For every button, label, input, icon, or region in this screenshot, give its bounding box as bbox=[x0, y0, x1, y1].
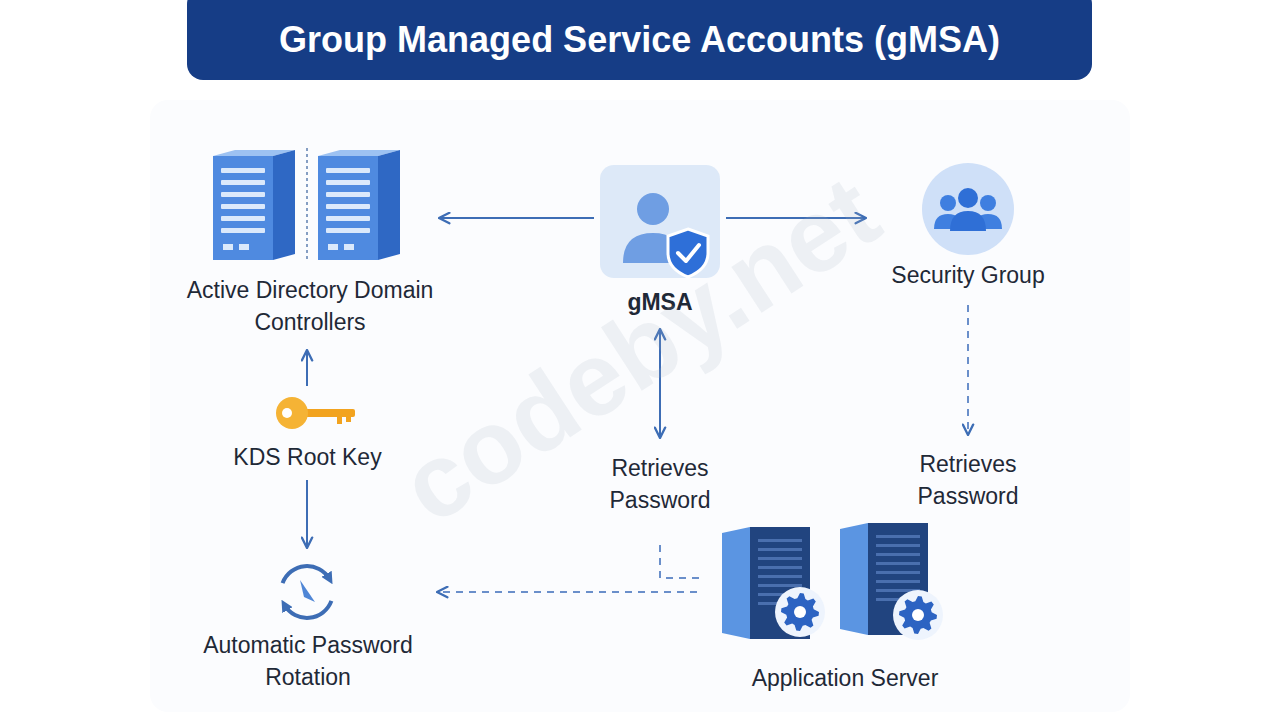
icon-holder bbox=[185, 148, 435, 278]
account-node: gMSA bbox=[598, 163, 722, 319]
title-banner: Group Managed Service Accounts (gMSA) bbox=[187, 0, 1092, 80]
icon-holder bbox=[225, 392, 390, 445]
node-label: Application Server bbox=[705, 662, 985, 694]
node-label: KDS Root Key bbox=[225, 441, 390, 473]
arrow-line bbox=[306, 480, 308, 548]
icon-holder bbox=[705, 520, 985, 666]
connector bbox=[437, 592, 697, 593]
arrow-line bbox=[306, 350, 308, 386]
icon-holder bbox=[870, 163, 1066, 263]
icon-holder bbox=[183, 552, 433, 633]
connector bbox=[307, 350, 308, 386]
diagram-title: Group Managed Service Accounts (gMSA) bbox=[279, 0, 1000, 80]
server-icon bbox=[705, 520, 985, 662]
group-node: Security Group bbox=[870, 163, 1066, 293]
node-label: Automatic Password Rotation bbox=[183, 629, 433, 693]
edge-label: Retrieves Password bbox=[585, 452, 735, 516]
account-icon bbox=[598, 163, 722, 286]
connector bbox=[439, 218, 594, 219]
arrow-line bbox=[726, 217, 866, 219]
server-node: Application Server bbox=[705, 520, 985, 696]
group-icon bbox=[870, 163, 1066, 259]
dashed-line bbox=[967, 305, 969, 435]
key-icon bbox=[225, 392, 390, 441]
connector bbox=[660, 329, 703, 578]
icon-holder bbox=[598, 163, 722, 290]
rotation-node: Automatic Password Rotation bbox=[183, 552, 433, 696]
key-node: KDS Root Key bbox=[225, 392, 390, 474]
node-label: gMSA bbox=[598, 286, 722, 318]
connector bbox=[968, 305, 969, 435]
node-label: Security Group bbox=[870, 259, 1066, 291]
server-icon bbox=[185, 148, 435, 274]
server-node: Active Directory Domain Controllers bbox=[185, 148, 435, 342]
node-label: Active Directory Domain Controllers bbox=[185, 274, 435, 338]
dashed-line bbox=[437, 591, 697, 593]
connector bbox=[307, 480, 308, 548]
connector bbox=[726, 218, 866, 219]
dashed-line bbox=[660, 545, 703, 578]
arrow-line bbox=[659, 329, 661, 438]
arrow-line bbox=[439, 217, 594, 219]
edge-label: Retrieves Password bbox=[893, 448, 1043, 512]
rotation-icon bbox=[183, 552, 433, 629]
